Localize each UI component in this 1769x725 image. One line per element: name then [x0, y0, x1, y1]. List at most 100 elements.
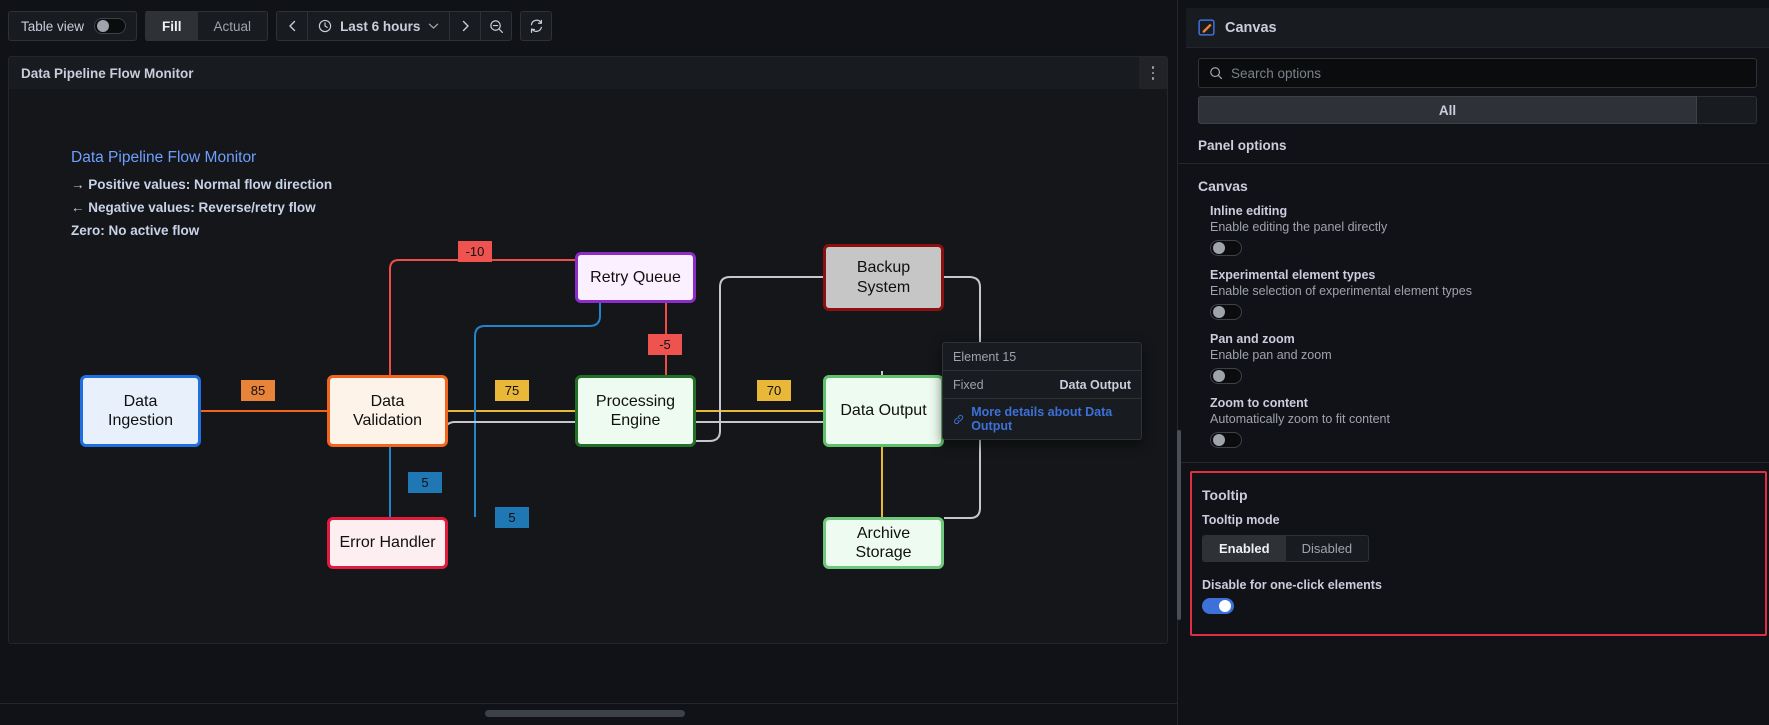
link-icon	[954, 414, 964, 424]
tooltip-key: Fixed	[953, 377, 984, 392]
canvas-legend-title: Data Pipeline Flow Monitor	[71, 149, 257, 166]
field-disable-one-click: Disable for one-click elements	[1192, 568, 1765, 620]
refresh-group[interactable]	[520, 11, 553, 41]
field-description: Enable pan and zoom	[1210, 348, 1332, 362]
table-view-toggle-group[interactable]: Table view	[8, 11, 138, 41]
tooltip-value-row: Fixed Data Output	[943, 371, 1141, 399]
fit-mode-fill[interactable]: Fill	[146, 11, 198, 41]
field-pan-and-zoom: Pan and zoom Enable pan and zoom	[1178, 326, 1769, 390]
switch-knob	[97, 20, 110, 32]
sidebar-filter-row[interactable]: All	[1198, 96, 1757, 124]
experimental-element-types-toggle[interactable]	[1210, 304, 1242, 320]
field-description: Enable selection of experimental element…	[1210, 284, 1472, 298]
tooltip-options-group: Tooltip Tooltip mode Enabled Disabled Di…	[1190, 471, 1767, 636]
field-label: Experimental element types	[1210, 268, 1376, 282]
canvas-node-archive-storage[interactable]: Archive Storage	[823, 517, 944, 569]
tooltip-link-row[interactable]: More details about Data Output	[943, 399, 1141, 439]
canvas-panel: Data Pipeline Flow Monitor	[8, 56, 1168, 644]
bottom-scrollbar-thumb[interactable]	[485, 710, 685, 717]
fit-mode-group[interactable]: Fill Actual	[145, 11, 269, 41]
time-range-label: Last 6 hours	[340, 18, 421, 34]
sidebar-title: Canvas	[1225, 19, 1277, 36]
refresh-button[interactable]	[521, 12, 551, 40]
tooltip-link-text: More details about Data Output	[971, 405, 1113, 433]
edge-label-ingest-to-validate: 85	[241, 380, 275, 401]
field-inline-editing: Inline editing Enable editing the panel …	[1178, 198, 1769, 262]
sidebar-options-body: Canvas Inline editing Enable editing the…	[1178, 164, 1769, 636]
canvas-legend-line-1: → Positive values: Normal flow direction	[71, 177, 333, 192]
zoom-out-button[interactable]	[481, 12, 511, 40]
field-description: Enable editing the panel directly	[1210, 220, 1388, 234]
canvas-node-data-ingestion[interactable]: Data Ingestion	[80, 375, 201, 447]
tooltip-header-row: Element 15	[943, 343, 1141, 371]
canvas-legend-line-2: ← Negative values: Reverse/retry flow	[71, 200, 316, 215]
field-description: Automatically zoom to fit content	[1210, 412, 1390, 426]
panel-options-section-header: Panel options	[1178, 124, 1769, 164]
filter-overflow-button[interactable]	[1697, 96, 1757, 124]
inline-editing-toggle[interactable]	[1210, 240, 1242, 256]
clock-icon	[318, 19, 332, 33]
canvas-node-retry-queue[interactable]: Retry Queue	[575, 252, 696, 303]
disable-one-click-toggle[interactable]	[1202, 598, 1234, 614]
pan-and-zoom-toggle[interactable]	[1210, 368, 1242, 384]
canvas-node-data-output[interactable]: Data Output	[823, 375, 944, 447]
sidebar-search-area: All	[1178, 48, 1769, 124]
field-experimental-element-types: Experimental element types Enable select…	[1178, 262, 1769, 326]
tooltip-mode-segmented[interactable]: Enabled Disabled	[1202, 535, 1370, 562]
panel-header: Data Pipeline Flow Monitor	[9, 57, 1167, 89]
canvas-element-tooltip: Element 15 Fixed Data Output More detail…	[942, 342, 1142, 440]
canvas-drawing-area[interactable]: Data Pipeline Flow Monitor → Positive va…	[9, 89, 1167, 643]
page-title: Data Pipeline Flow Monitor	[21, 65, 194, 81]
canvas-node-error-handler[interactable]: Error Handler	[327, 517, 448, 569]
canvas-node-backup-system[interactable]: Backup System	[823, 244, 944, 311]
canvas-node-data-validation[interactable]: Data Validation	[327, 375, 448, 447]
tooltip-value: Data Output	[1059, 377, 1131, 392]
edge-label-error-to-retry: 5	[495, 507, 529, 528]
time-range-prev-button[interactable]	[277, 12, 307, 40]
bottom-scrollbar-track[interactable]	[0, 703, 1177, 725]
sidebar-scrollbar-thumb[interactable]	[1177, 430, 1181, 620]
canvas-legend-line-3: Zero: No active flow	[71, 223, 200, 238]
field-label: Zoom to content	[1210, 396, 1308, 410]
kebab-menu-icon	[1151, 65, 1155, 81]
tooltip-more-details-link[interactable]: More details about Data Output	[953, 405, 1131, 433]
chevron-right-icon	[462, 20, 469, 32]
edge-validate-retry	[389, 259, 575, 375]
chevron-left-icon	[288, 20, 295, 32]
refresh-icon	[530, 19, 542, 33]
time-range-picker[interactable]: Last 6 hours	[307, 12, 451, 40]
canvas-group-title: Canvas	[1198, 178, 1248, 194]
sidebar-header: Canvas	[1186, 8, 1769, 48]
search-input[interactable]	[1231, 65, 1746, 81]
fit-mode-actual[interactable]: Actual	[198, 11, 268, 41]
table-view-label: Table view	[21, 18, 85, 34]
edge-error-retry	[474, 303, 601, 517]
fit-mode-segmented[interactable]: Fill Actual	[146, 11, 267, 41]
time-range-next-button[interactable]	[450, 12, 480, 40]
canvas-edit-icon	[1198, 19, 1215, 36]
edge-label-validate-to-retry: -10	[458, 241, 492, 262]
canvas-legend: Data Pipeline Flow Monitor → Positive va…	[71, 149, 332, 242]
tooltip-mode-enabled[interactable]: Enabled	[1203, 536, 1286, 561]
options-sidebar: Canvas All Panel options Canvas Inline e…	[1177, 0, 1769, 725]
panel-menu-button[interactable]	[1139, 57, 1167, 89]
search-options-box[interactable]	[1198, 58, 1757, 88]
field-zoom-to-content: Zoom to content Automatically zoom to fi…	[1178, 390, 1769, 454]
section-divider	[1178, 462, 1769, 463]
time-range-group[interactable]: Last 6 hours	[276, 11, 513, 41]
canvas-node-processing-engine[interactable]: Processing Engine	[575, 375, 696, 447]
table-view-switch[interactable]	[94, 18, 127, 34]
field-label: Tooltip mode	[1202, 513, 1280, 527]
chevron-down-icon	[429, 23, 439, 29]
edge-label-engine-to-output: 70	[757, 380, 791, 401]
edge-label-validate-to-error: 5	[408, 472, 442, 493]
zoom-out-icon	[490, 19, 503, 33]
filter-all-button[interactable]: All	[1198, 96, 1697, 124]
tooltip-element-name: Element 15	[953, 349, 1017, 364]
tooltip-group-title: Tooltip	[1202, 487, 1248, 503]
tooltip-mode-disabled[interactable]: Disabled	[1286, 536, 1369, 561]
field-tooltip-mode: Tooltip mode Enabled Disabled	[1192, 507, 1765, 568]
field-label: Inline editing	[1210, 204, 1288, 218]
zoom-to-content-toggle[interactable]	[1210, 432, 1242, 448]
field-label: Pan and zoom	[1210, 332, 1295, 346]
